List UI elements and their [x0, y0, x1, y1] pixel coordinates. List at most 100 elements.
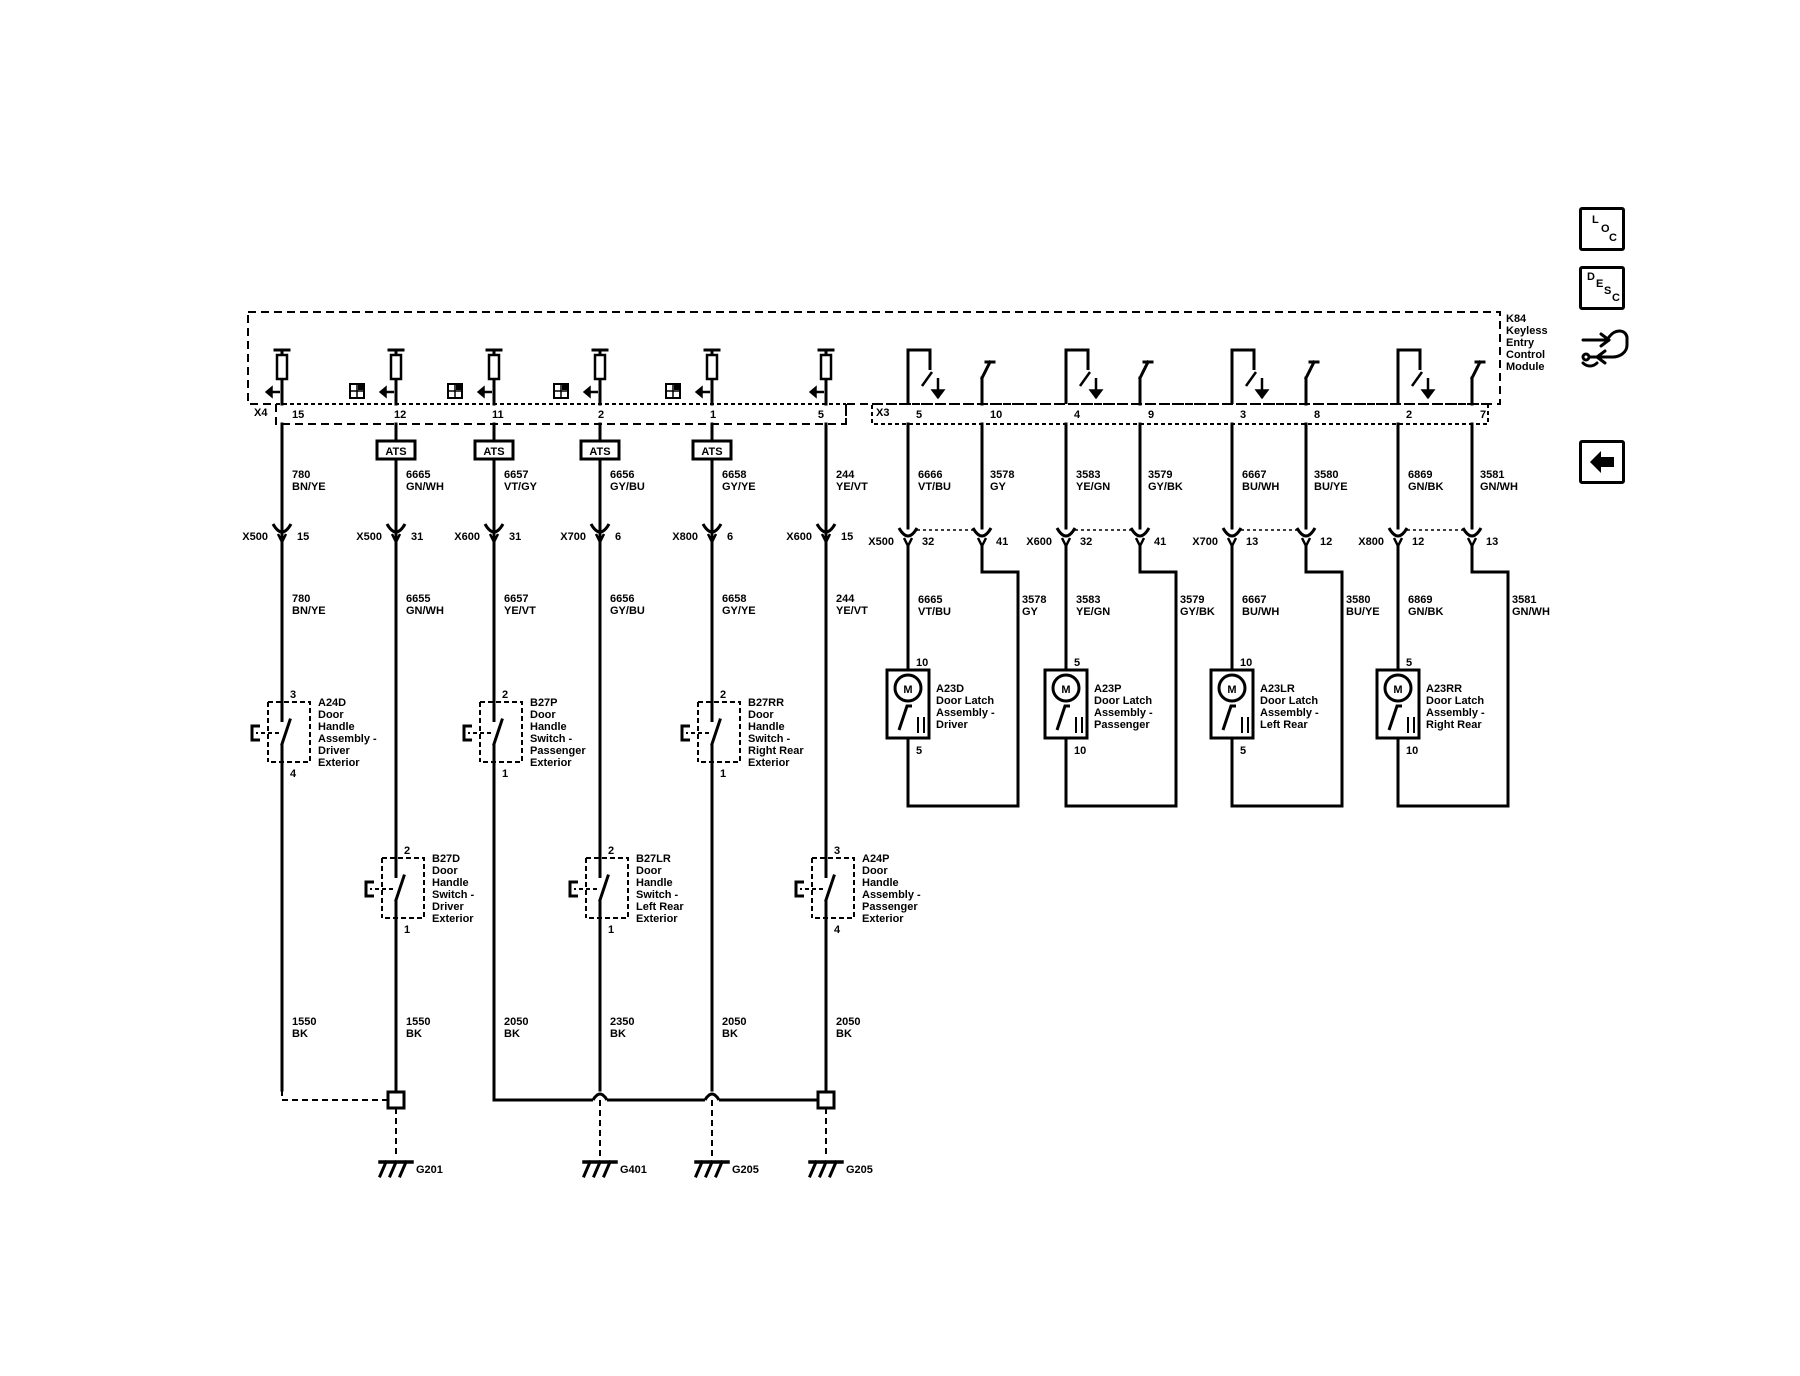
inline-connector-pin: 6: [615, 531, 621, 543]
wire-number-top: 244: [836, 469, 855, 481]
connector-view-button[interactable]: [1579, 323, 1633, 373]
inline-connector-male: [390, 533, 402, 545]
switch-b27d-label-line: Exterior: [432, 913, 474, 925]
latch-a23lr-latch-symbol: [1221, 704, 1236, 731]
wire-color-top: YE/VT: [836, 481, 868, 493]
latch-a23lr-wire-b-number: 3580: [1314, 469, 1338, 481]
inline-connector-pin: 15: [841, 531, 853, 543]
latch-a23p-motor-pin-top: 5: [1074, 657, 1080, 669]
latch-a23p-motor-letter: M: [1061, 684, 1070, 696]
latch-a23p-wire-b-color: GY/BK: [1148, 481, 1183, 493]
switch-b27p-pin-bottom: 1: [502, 768, 508, 780]
ats-box: [473, 439, 515, 461]
ground-wire-number: 2050: [722, 1016, 746, 1028]
switch-b27p-pin-top: 2: [502, 689, 508, 701]
switch-b27rr-label-line: Door: [748, 709, 774, 721]
ground-symbol-leg: [378, 1160, 388, 1178]
latch-a23d-wire-a-color: VT/BU: [918, 481, 951, 493]
inline-connector-male: [594, 533, 606, 545]
latch-a23rr-label-line: Assembly -: [1426, 707, 1485, 719]
latch-a23lr-internal-b-switch: [1303, 359, 1317, 381]
switch-b27p-label-line: Door: [530, 709, 556, 721]
latch-a23d-internal-b-switch: [979, 359, 993, 381]
latch-a23p-wire-a-number: 3583: [1076, 469, 1100, 481]
wire-color-bottom: GY/BU: [610, 605, 645, 617]
diagnostic-icon-fill: [456, 385, 461, 390]
ground-symbol-leg: [388, 1160, 398, 1178]
ground-symbol-leg: [602, 1160, 612, 1178]
latch-a23lr-module-pin-a: 3: [1240, 409, 1246, 421]
latch-a23p-connector-name: X600: [1026, 536, 1052, 548]
latch-a23d-internal-arrow-head: [930, 389, 946, 400]
wire-number-bottom: 6656: [610, 593, 634, 605]
switch-b27p-label-line: Exterior: [530, 757, 572, 769]
wire-color-bottom: BN/YE: [292, 605, 326, 617]
latch-a23lr-internal-switch: [1244, 371, 1258, 387]
wire-color-top: GN/WH: [406, 481, 444, 493]
inline-connector-pin: 15: [297, 531, 309, 543]
ground-symbol-leg: [592, 1160, 602, 1178]
location-view-button[interactable]: L O C: [1579, 207, 1625, 251]
latch-a23p-connector-female: [1055, 527, 1077, 538]
signal-arrow-head: [694, 385, 703, 399]
module-boundary: [247, 311, 1501, 425]
latch-a23d-label-line: Door Latch: [936, 695, 994, 707]
ground-symbol-leg: [714, 1160, 724, 1178]
latch-a23d-connector-male: [976, 537, 988, 549]
latch-a23p-label-line: Passenger: [1094, 719, 1150, 731]
module-pin-c1: 15: [292, 409, 304, 421]
ground-label: G201: [416, 1164, 443, 1176]
latch-a23lr-motor-pin-top: 10: [1240, 657, 1252, 669]
switch-a24d-pin-top: 3: [290, 689, 296, 701]
ground-bus: [492, 1040, 826, 1102]
signal-arrow-head: [808, 385, 817, 399]
latch-a23p-internal-a: [1064, 348, 1090, 404]
latch-a23rr-latch-symbol: [1387, 704, 1402, 731]
back-button[interactable]: [1579, 440, 1625, 484]
switch-a24p-actuator-handle: [794, 880, 804, 898]
latch-a23lr-connector-pin-a: 13: [1246, 536, 1258, 548]
latch-a23d-module-pin-a: 5: [916, 409, 922, 421]
wire-color-bottom: YE/VT: [504, 605, 536, 617]
switch-b27lr-label-line: Left Rear: [636, 901, 684, 913]
switch-a24d-outline: [268, 701, 311, 763]
wire-number-top: 6656: [610, 469, 634, 481]
inline-connector-male: [488, 533, 500, 545]
latch-a23lr-connector-female: [1295, 527, 1317, 538]
latch-a23lr-module-pin-b: 8: [1314, 409, 1320, 421]
ground-wire-number: 2050: [836, 1016, 860, 1028]
module-name-line: K84: [1506, 313, 1527, 325]
switch-b27lr-label-line: Exterior: [636, 913, 678, 925]
latch-a23rr-wire-b2-color: GN/WH: [1512, 606, 1550, 618]
inline-connector-female: [271, 523, 293, 534]
ground-label: G401: [620, 1164, 647, 1176]
latch-a23p-label-line: A23P: [1094, 683, 1122, 695]
inline-connector-female: [385, 523, 407, 534]
description-view-button[interactable]: D E S C: [1579, 266, 1625, 310]
switch-b27d-pin-bottom: 1: [404, 924, 410, 936]
inline-connector-male: [276, 533, 288, 545]
latch-a23p-label-line: Door Latch: [1094, 695, 1152, 707]
latch-a23p-connector-male: [1134, 537, 1146, 549]
ground-link-dashed: [281, 1040, 396, 1101]
latch-a23rr-label-line: A23RR: [1426, 683, 1462, 695]
inline-connector-male: [706, 533, 718, 545]
switch-b27p-blade: [492, 718, 504, 746]
switch-a24d-actuator-handle: [250, 724, 260, 742]
switch-b27lr-blade: [598, 874, 610, 902]
switch-a24p-outline: [812, 857, 855, 919]
connector-x3-boundary: [871, 403, 1489, 425]
switch-b27rr-pin-top: 2: [720, 689, 726, 701]
ground-label: G205: [732, 1164, 759, 1176]
ats-label: ATS: [589, 446, 610, 458]
latch-a23d-motor-letter: M: [903, 684, 912, 696]
ats-box: [375, 439, 417, 461]
latch-a23rr-motor-letter: M: [1393, 684, 1402, 696]
latch-a23rr-motor-pin-bottom: 10: [1406, 745, 1418, 757]
ats-box: [691, 439, 733, 461]
latch-a23lr-wire-a2-number: 6667: [1242, 594, 1266, 606]
latch-a23d-return-wire: [906, 546, 1020, 808]
switch-a24p-label-line: Assembly -: [862, 889, 921, 901]
inline-connector-female: [589, 523, 611, 534]
